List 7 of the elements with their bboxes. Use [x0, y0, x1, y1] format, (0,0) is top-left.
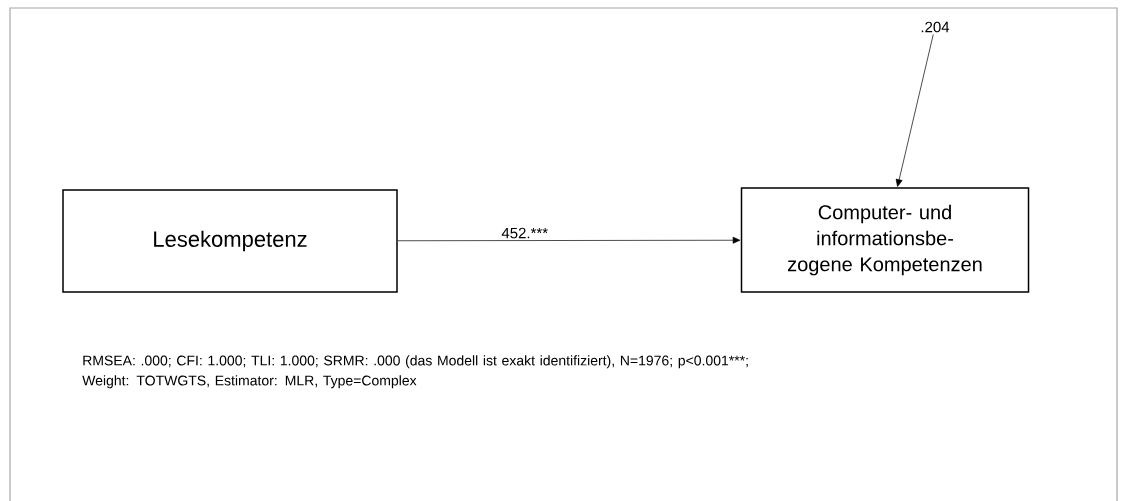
- arrow: [397, 236, 741, 244]
- variable-box: Lesekompetenz: [62, 189, 398, 293]
- variable-box: Computer- und informationsbe- zogene Kompetenzen: [740, 187, 1030, 293]
- error-variance-label: .204: [921, 21, 950, 33]
- fit-note: RMSEA: .000; CFI: 1.000; TLI: 1.000; SRMR: .000 (das Modell ist exakt identifiziert), N=1976; p<0.001***; Weight: TOTWGTS, Estimator: MLR, Type=Complex: [82, 355, 748, 389]
- edge-label: 452.***: [500, 226, 550, 240]
- arrow: [895, 34, 934, 187]
